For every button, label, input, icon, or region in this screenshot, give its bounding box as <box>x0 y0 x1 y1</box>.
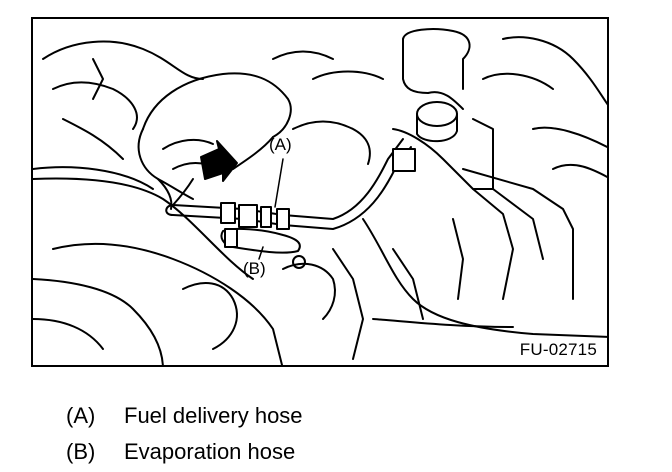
engine-line-art <box>33 28 607 365</box>
legend: (A) Fuel delivery hose (B) Evaporation h… <box>66 398 303 470</box>
hose-clamp <box>220 202 236 224</box>
legend-key: (A) <box>66 403 96 428</box>
engine-contour <box>52 81 138 130</box>
engine-contour <box>33 177 254 280</box>
lower-hose <box>362 218 607 338</box>
fuel-delivery-hose <box>172 138 404 220</box>
figure-id: FU-02715 <box>519 340 597 359</box>
engine-contour <box>42 40 204 80</box>
direction-arrow <box>200 140 238 182</box>
hand-outline <box>142 72 292 138</box>
leader-line-b <box>258 246 264 260</box>
fuel-filter-cap <box>416 101 458 127</box>
leader-line-a <box>274 158 284 208</box>
legend-item: (B) Evaporation hose <box>66 434 303 470</box>
legend-item: (A) Fuel delivery hose <box>66 398 303 434</box>
legend-key: (B) <box>66 439 96 464</box>
legend-text: Evaporation hose <box>124 439 296 464</box>
engine-diagram: (A) (B) FU-02715 <box>31 17 609 367</box>
engine-contour <box>33 166 154 190</box>
callout-a: (A) <box>269 135 292 154</box>
canister-top <box>402 28 471 90</box>
bracket <box>392 118 494 190</box>
callout-b: (B) <box>243 259 266 278</box>
legend-text: Fuel delivery hose <box>124 403 303 428</box>
